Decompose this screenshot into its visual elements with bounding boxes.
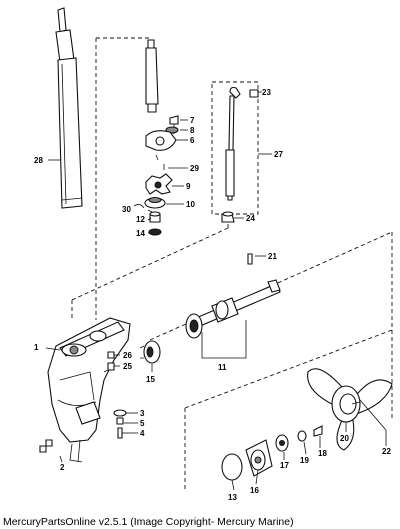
callout-3: 3 (140, 409, 145, 418)
parts-diagram: 28 7 8 6 29 9 10 30 12 14 23 27 24 21 11… (34, 7, 393, 502)
drive-shaft (145, 39, 159, 113)
part-11-propeller-shaft (185, 279, 281, 359)
callout-24: 24 (246, 214, 255, 223)
callout-13: 13 (228, 493, 237, 502)
callout-5: 5 (140, 419, 145, 428)
callout-27: 27 (274, 150, 283, 159)
part-15-gear (139, 340, 161, 364)
callout-26: 26 (123, 351, 132, 360)
callout-1: 1 (34, 343, 39, 352)
callout-7: 7 (190, 116, 195, 125)
callout-20: 20 (340, 434, 349, 443)
callout-18: 18 (318, 449, 327, 458)
callout-28: 28 (34, 156, 43, 165)
part-1-gear-housing (47, 317, 131, 463)
callout-14: 14 (136, 229, 145, 238)
copyright-footer: MercuryPartsOnline v2.5.1 (Image Copyrig… (3, 516, 294, 528)
shift-rod-assembly (221, 86, 259, 223)
part-2-screws (39, 439, 53, 453)
callout-23: 23 (262, 88, 271, 97)
part-22-pin (359, 399, 387, 431)
lower-bearing-assembly (221, 425, 323, 481)
callout-4: 4 (140, 429, 145, 438)
callout-12: 12 (136, 215, 145, 224)
callout-labels: 28 7 8 6 29 9 10 30 12 14 23 27 24 21 11… (34, 88, 391, 502)
callout-19: 19 (300, 456, 309, 465)
leader-lines (45, 91, 387, 491)
callout-16: 16 (250, 486, 259, 495)
callout-8: 8 (190, 126, 195, 135)
callout-17: 17 (280, 461, 289, 470)
callout-21: 21 (268, 252, 277, 261)
callout-9: 9 (186, 182, 191, 191)
part-21-pin (247, 253, 253, 265)
callout-30: 30 (122, 205, 131, 214)
callout-29: 29 (190, 164, 199, 173)
callout-15: 15 (146, 375, 155, 384)
callout-10: 10 (186, 200, 195, 209)
water-pump-assembly (133, 115, 179, 236)
callout-25: 25 (123, 362, 132, 371)
callout-11: 11 (218, 363, 227, 372)
part-28-shaft-tube (55, 7, 83, 209)
small-hardware (107, 351, 127, 439)
callout-6: 6 (190, 136, 195, 145)
callout-22: 22 (382, 447, 391, 456)
part-20-propeller (307, 368, 393, 451)
callout-2: 2 (60, 463, 65, 472)
